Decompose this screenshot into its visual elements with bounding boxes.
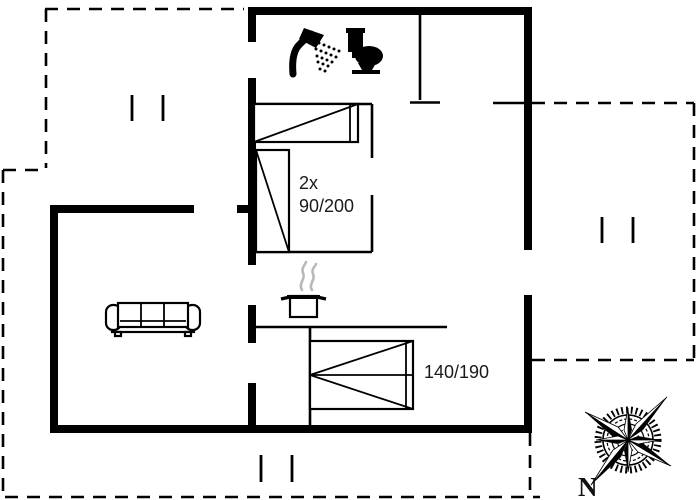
- twin-bed-count-label: 2x: [299, 173, 319, 193]
- twin-bed-vertical: [254, 148, 291, 254]
- shower-spray-dots: [314, 41, 341, 73]
- twin-bed-horizontal: [252, 102, 360, 144]
- compass-north-label: N: [578, 472, 598, 500]
- cooking-pot-icon: [280, 260, 327, 319]
- exterior-walls: [50, 7, 532, 433]
- double-bed-size-label: 140/190: [424, 362, 490, 382]
- compass-rose-icon: [584, 396, 672, 486]
- roof-outline-dashed: [1, 7, 696, 499]
- toilet-icon: [346, 28, 383, 74]
- twin-bed-size-label: 90/200: [299, 196, 355, 216]
- sofa-icon: [104, 301, 202, 338]
- window-tick-marks: [130, 95, 635, 482]
- double-bed: [308, 339, 415, 411]
- shower-icon: [289, 28, 341, 78]
